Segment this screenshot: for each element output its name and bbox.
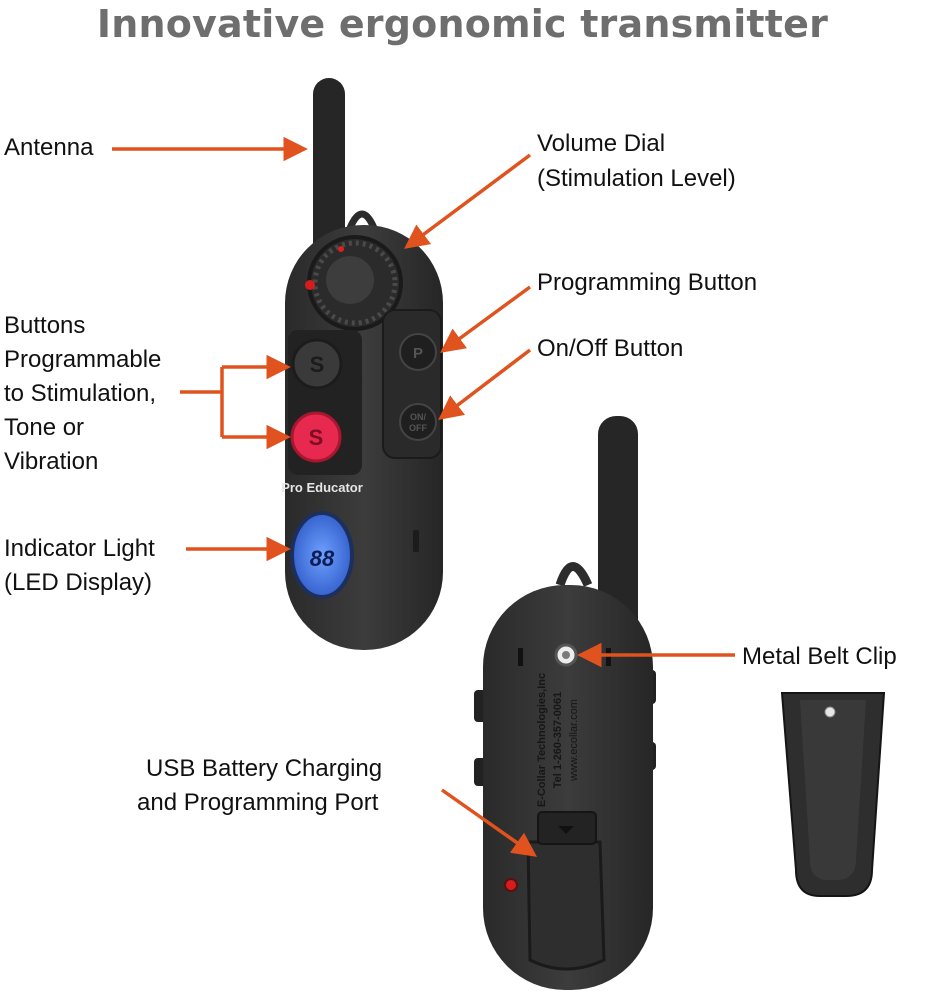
arrow-usb-port: [440, 788, 538, 857]
back-transmitter: E-Collar Technologies,Inc Tel 1-260-357-…: [474, 416, 656, 990]
back-text-phone: Tel 1-260-357-0061: [552, 692, 564, 788]
p-button-label: P: [413, 345, 423, 362]
belt-clip: [780, 692, 886, 897]
label-onoff-button: On/Off Button: [537, 335, 684, 362]
programming-button: [399, 333, 437, 371]
front-antenna: [313, 78, 345, 278]
power-led: [305, 280, 315, 290]
label-indicator-2: (LED Display): [4, 569, 153, 596]
back-text-web: www.ecollar.com: [568, 699, 580, 782]
s-button-top-label: S: [310, 352, 325, 377]
back-led: [504, 878, 518, 892]
brand-text: Pro Educator: [281, 480, 363, 495]
lanyard-loop: [346, 210, 378, 230]
s-button-red: [290, 411, 342, 463]
label-buttons-5: Vibration: [4, 448, 99, 475]
label-antenna: Antenna: [4, 134, 94, 161]
s-button-top: [291, 338, 343, 390]
label-buttons-4: Tone or: [4, 414, 85, 441]
label-volume-dial-1: Volume Dial: [537, 130, 666, 157]
onoff-label-bottom: OFF: [409, 423, 427, 433]
label-volume-dial-2: (Stimulation Level): [537, 165, 736, 192]
label-metal-belt-clip: Metal Belt Clip: [742, 643, 897, 670]
front-transmitter: S S Pro Educator P ON/ OFF 88: [281, 78, 443, 650]
label-programming-button: Programming Button: [537, 269, 758, 296]
back-body: [483, 585, 653, 990]
label-indicator-1: Indicator Light: [4, 535, 155, 562]
back-text-company: E-Collar Technologies,Inc: [536, 673, 548, 807]
display-digits: 88: [310, 546, 335, 571]
led-display: [290, 511, 354, 599]
label-buttons-1: Buttons: [4, 312, 86, 339]
s-button-red-label: S: [309, 425, 324, 450]
label-buttons-2: Programmable: [4, 346, 162, 373]
belt-clip-hole: [824, 706, 836, 718]
arrow-volume-dial: [404, 153, 532, 249]
onoff-button: [399, 403, 437, 441]
page-title: Innovative ergonomic transmitter: [96, 2, 829, 46]
back-lanyard-loop: [555, 562, 593, 587]
usb-port-cover: [526, 840, 606, 971]
arrow-onoff: [438, 348, 532, 420]
label-usb-1: USB Battery Charging: [146, 755, 383, 782]
dial-red-dot: [338, 246, 344, 252]
label-usb-2: and Programming Port: [137, 789, 379, 816]
arrow-programming: [440, 285, 532, 353]
callout-arrows: [112, 136, 735, 857]
onoff-label-top: ON/: [410, 412, 427, 422]
label-buttons-3: to Stimulation,: [4, 380, 157, 407]
